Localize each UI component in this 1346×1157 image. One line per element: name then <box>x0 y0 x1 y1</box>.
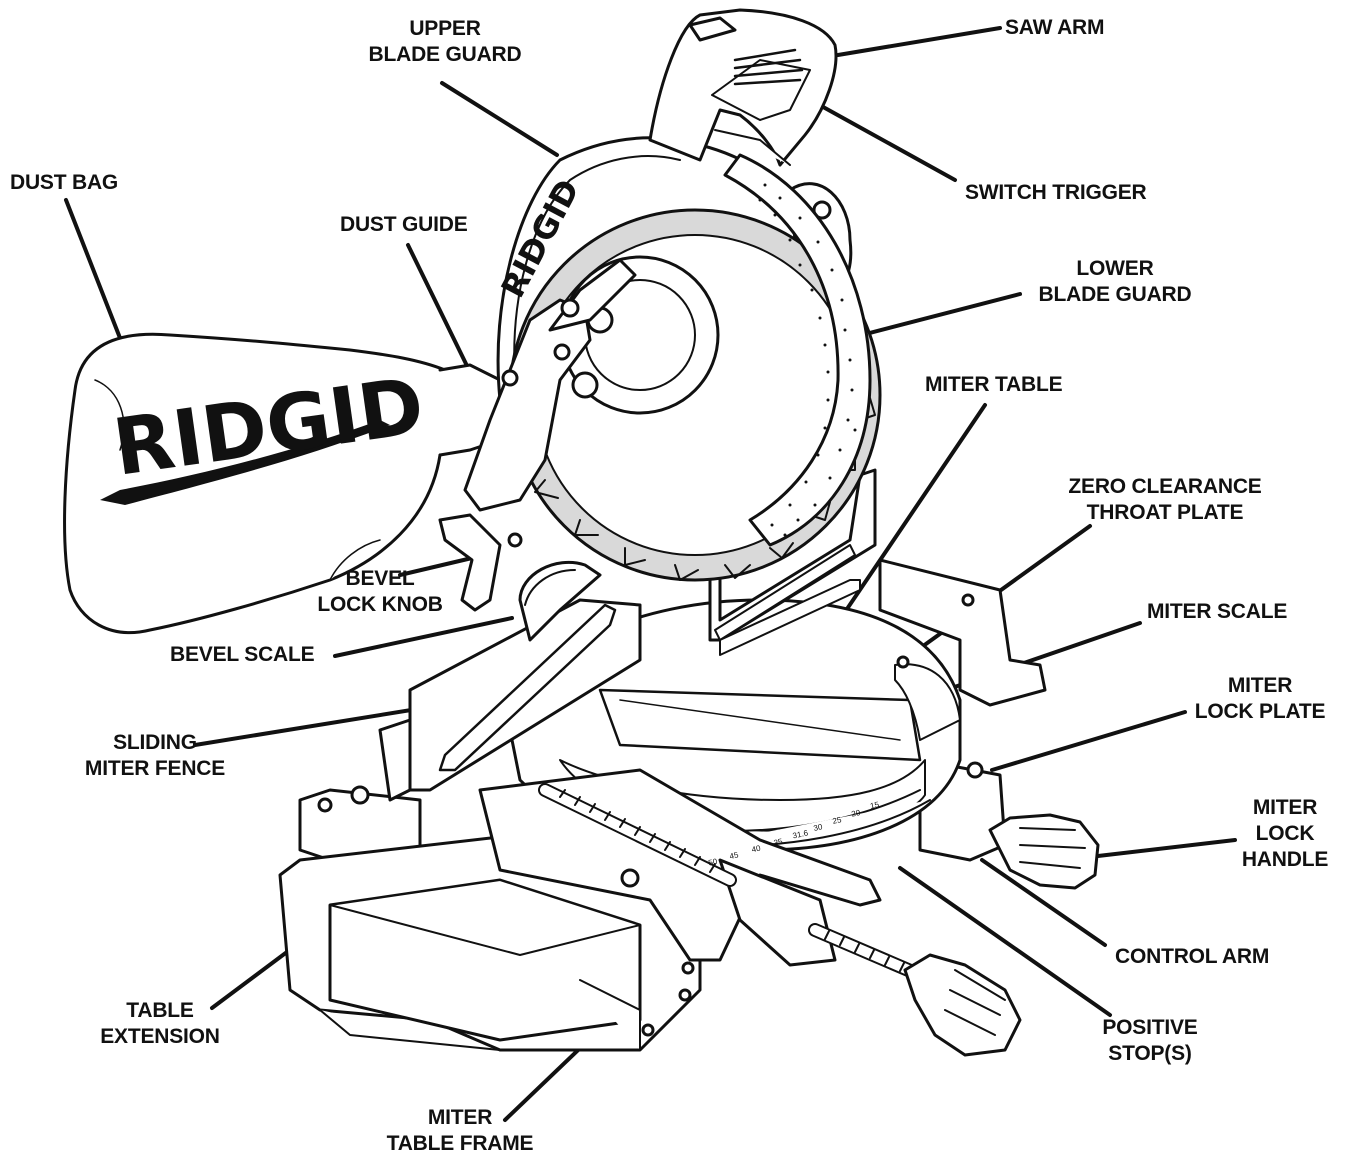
label-miter-table: MITER TABLE <box>925 373 1063 396</box>
scale-number: 20 <box>850 808 862 819</box>
clamp-rod-lower <box>808 923 927 982</box>
scale-number: 50 <box>707 856 719 868</box>
label-dust-bag: DUST BAG <box>10 171 119 194</box>
leader-miter-lock-plate <box>990 710 1187 772</box>
scale-number: 15 <box>869 800 880 811</box>
scale-number: 30 <box>812 822 824 833</box>
label-saw-arm: SAW ARM <box>1005 16 1105 39</box>
label-switch-trigger: SWITCH TRIGGER <box>965 181 1147 204</box>
label-dust-guide: DUST GUIDE <box>340 213 468 236</box>
guard-speckle <box>758 183 857 537</box>
guard-linkage-shape <box>463 258 637 548</box>
bag-logo-graphic <box>100 420 390 505</box>
control-arm-shape <box>478 768 882 967</box>
leader-bevel-lock-knob <box>398 556 474 577</box>
label-control-arm: CONTROL ARM <box>1115 945 1270 968</box>
scale-number: 31.6 <box>791 828 809 841</box>
miter-lock-handle-knob <box>988 813 1100 890</box>
right-fence-shape <box>708 468 877 656</box>
scale-number: 45 <box>728 850 740 862</box>
bevel-scale-shape <box>518 560 602 642</box>
leader-lines <box>64 26 1237 1122</box>
leader-upper-blade-guard <box>440 81 559 157</box>
leader-bevel-scale <box>333 616 514 658</box>
miter-scale-shape <box>894 655 961 741</box>
scale-number: 40 <box>750 843 762 855</box>
label-bevel-scale: BEVEL SCALE <box>170 643 315 666</box>
saw-arm-shape <box>648 8 838 167</box>
lower-blade-guard-shape <box>723 153 872 547</box>
leader-dust-guide <box>406 243 472 374</box>
leader-miter-lock-handle <box>1096 838 1237 858</box>
scale-number: 25 <box>831 815 843 826</box>
label-miter-scale: MITER SCALE <box>1147 600 1288 623</box>
leader-miter-table <box>824 403 987 642</box>
leader-control-arm <box>980 858 1107 947</box>
sliding-miter-fence-shape <box>378 598 642 802</box>
leader-dust-bag <box>64 198 122 340</box>
table-extension-shape <box>317 785 640 888</box>
leader-sliding-miter-fence <box>193 703 444 747</box>
leader-saw-arm <box>836 26 1002 57</box>
bevel-lock-knob-shape <box>438 513 502 612</box>
lower-clamp-knob <box>903 953 1022 1057</box>
scale-number: 35 <box>772 836 784 848</box>
leader-positive-stops <box>898 866 1112 1017</box>
clamp-rod-upper <box>538 783 737 887</box>
